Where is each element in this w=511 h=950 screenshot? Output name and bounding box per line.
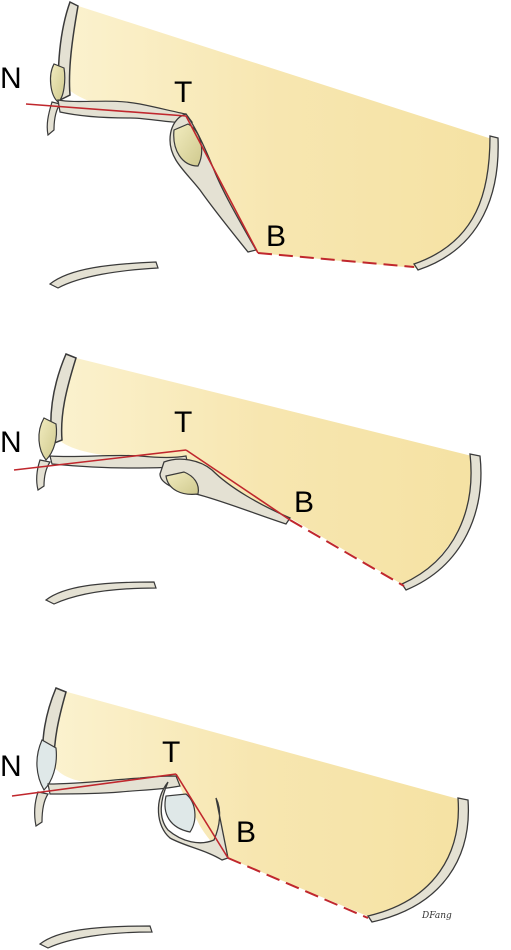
panel-2: N T B (0, 353, 482, 605)
label-nasion: N (0, 426, 22, 459)
label-nasion: N (0, 750, 22, 783)
sphenoid-sinus (164, 793, 196, 833)
basion-opisthion-dashed-line (289, 519, 405, 587)
label-basion: B (266, 220, 286, 253)
palate (48, 261, 159, 289)
palate (38, 925, 153, 949)
anterior-skull-base (47, 775, 181, 795)
cranial-cavity (52, 356, 474, 586)
basion-opisthion-dashed-line (227, 857, 369, 919)
label-basion: B (294, 486, 314, 519)
nasal-bone (34, 791, 49, 827)
nasal-bone (36, 459, 51, 491)
basion-opisthion-dashed-line (257, 252, 415, 268)
tuberculum-basion-line (175, 773, 229, 859)
tuberculum-basion-line (185, 115, 259, 254)
nasion-tuberculum-line (11, 773, 177, 797)
label-tuberculum: T (174, 76, 192, 109)
sphenoid-sinus (173, 123, 203, 167)
nasal-bone (46, 101, 61, 137)
sphenoid-body (157, 781, 229, 861)
panel-3: N T B DFang (0, 687, 470, 949)
sphenoid-sinus (165, 471, 199, 495)
label-tuberculum: T (162, 736, 180, 769)
cranial-cavity (62, 4, 496, 268)
frontal-bone (50, 353, 77, 446)
nasion-tuberculum-line (13, 449, 187, 471)
occipital-bone (401, 453, 482, 591)
label-tuberculum: T (174, 406, 192, 439)
tuberculum-basion-line (185, 449, 291, 521)
label-nasion: N (0, 62, 22, 95)
frontal-sinus (36, 739, 57, 791)
palate (44, 581, 157, 605)
panel-1: N T B (0, 0, 499, 289)
occipital-bone (412, 135, 499, 271)
label-basion: B (236, 816, 256, 849)
frontal-sinus (38, 417, 58, 461)
nasion-tuberculum-line (25, 103, 187, 117)
cranial-cavity (50, 690, 463, 918)
occipital-bone (366, 797, 470, 923)
artist-signature: DFang (421, 911, 452, 921)
